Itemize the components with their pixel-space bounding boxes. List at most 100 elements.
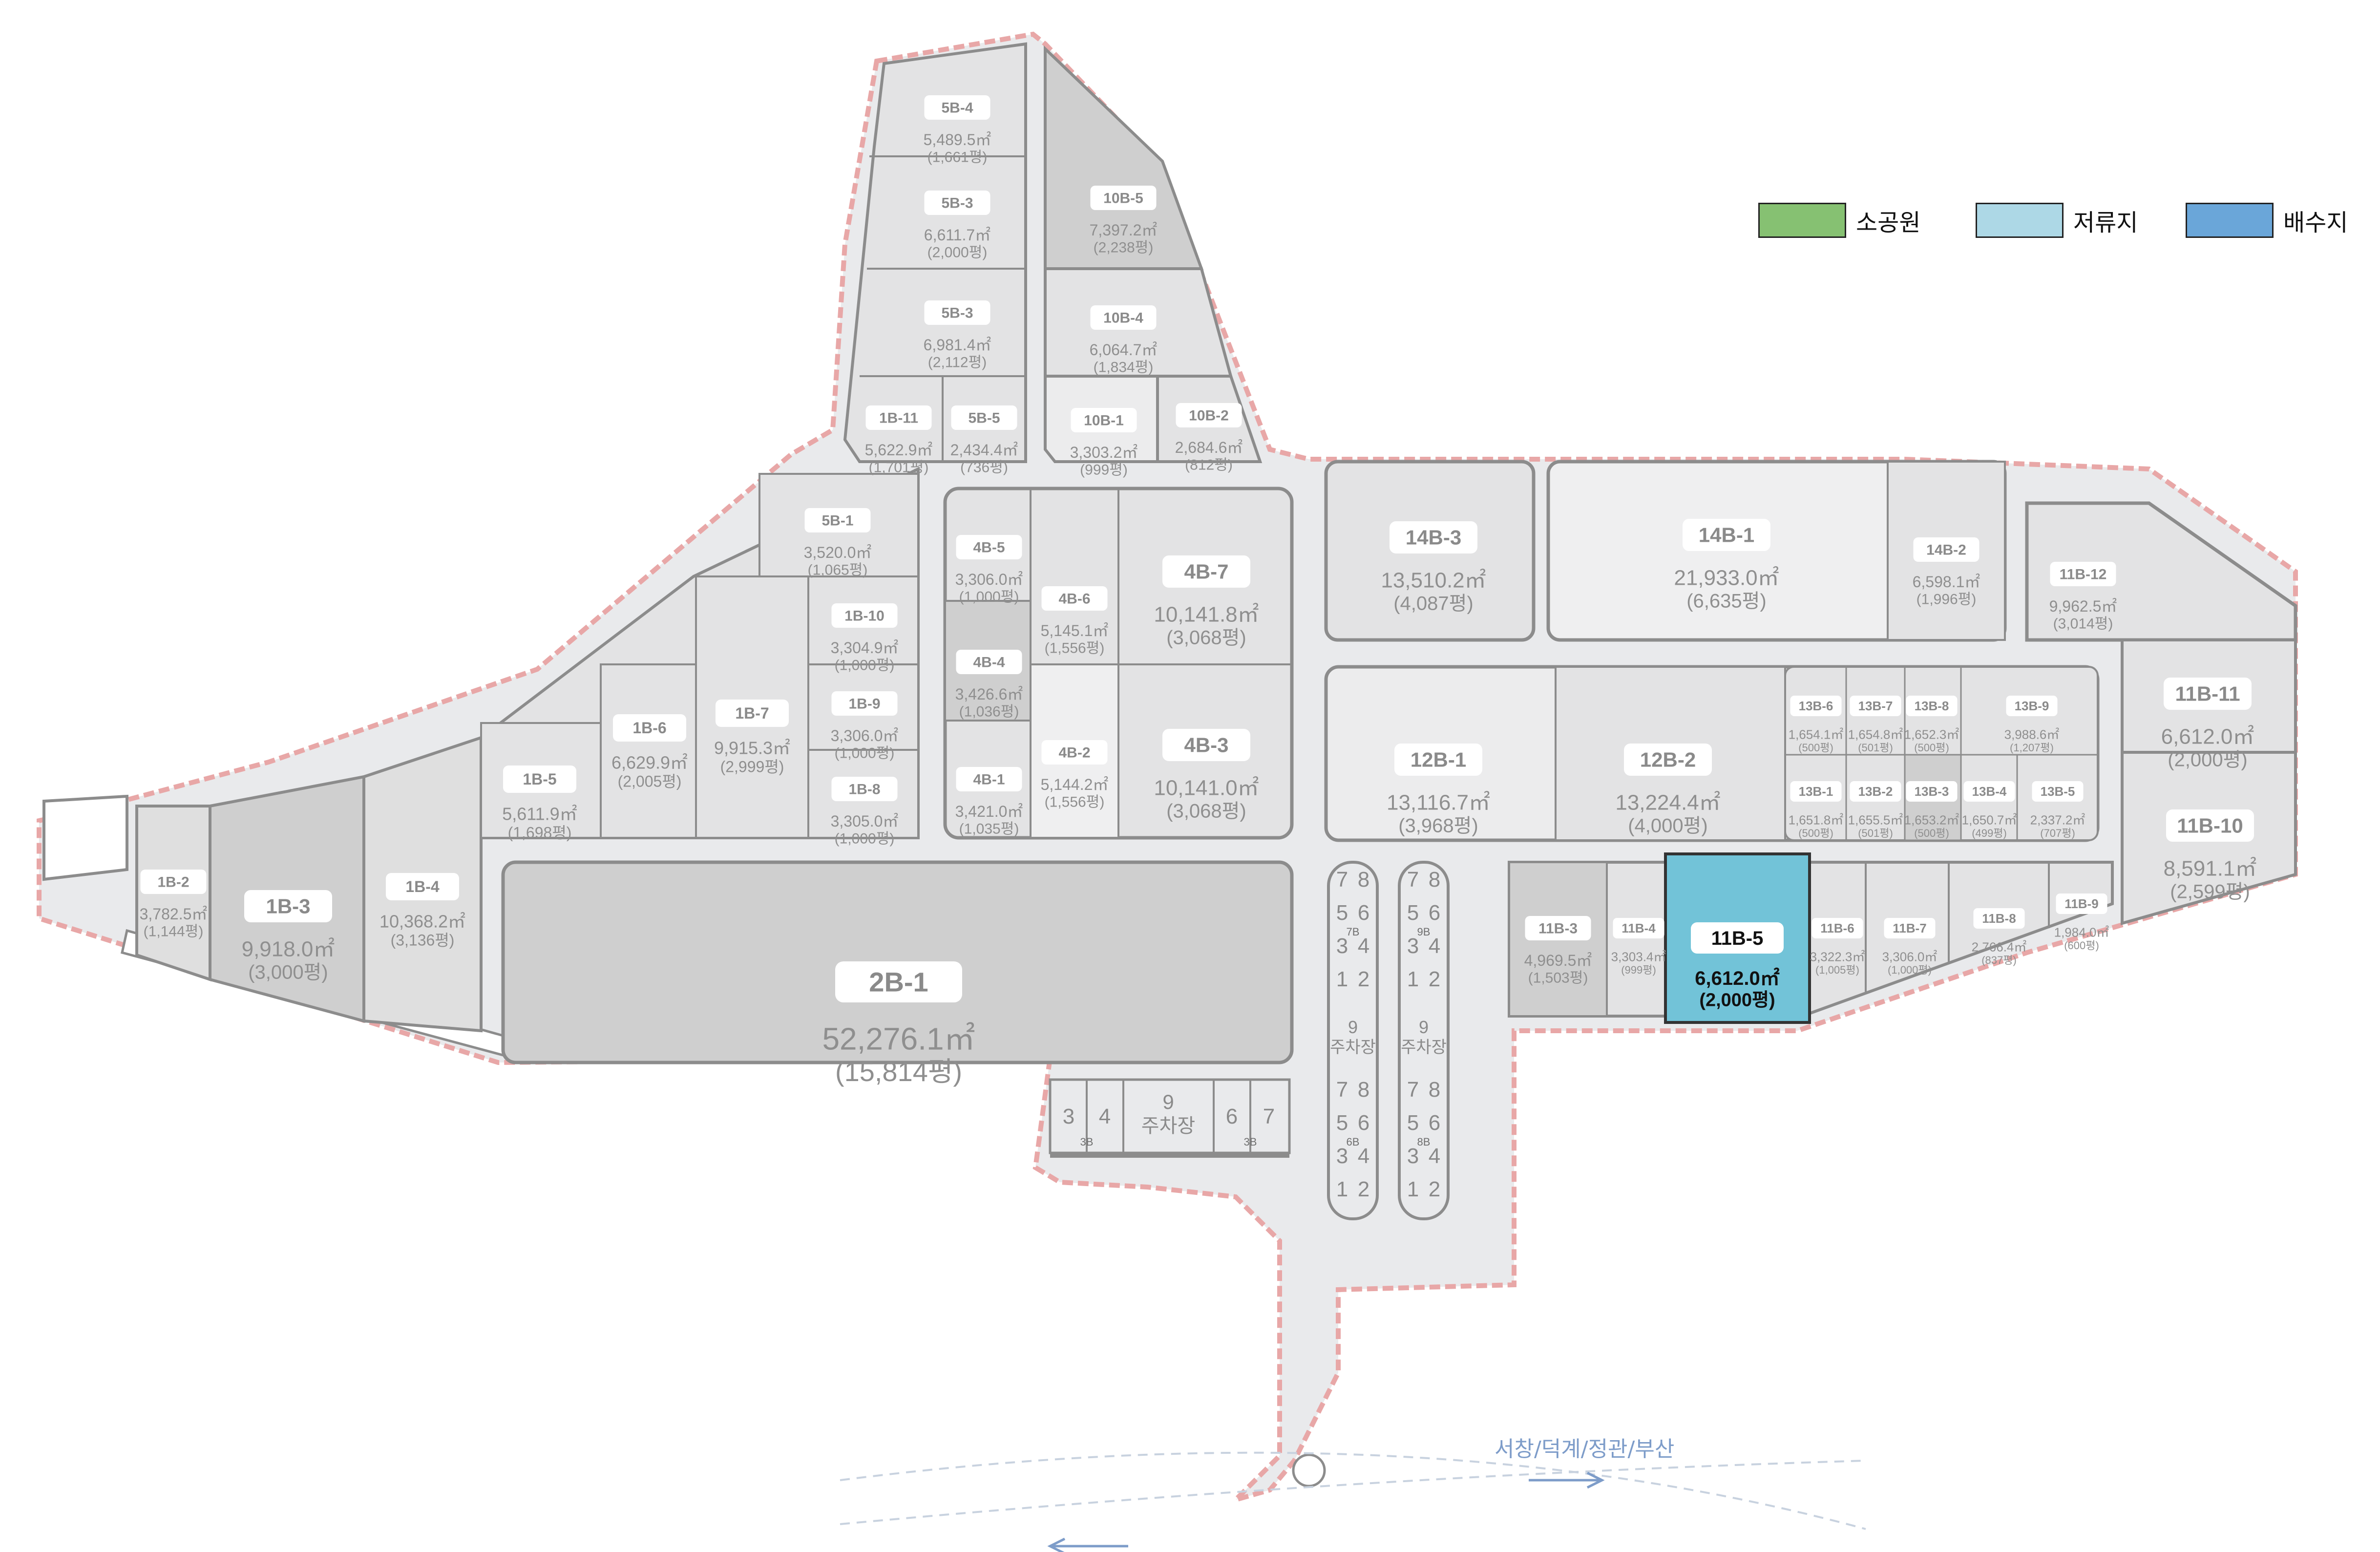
lot-id: 4B-3	[1184, 734, 1228, 757]
parking-lot-name: 주차장	[1401, 1038, 1447, 1057]
lot-pyeong: (1,996평)	[1917, 592, 1977, 608]
parking-number: 5	[1336, 1111, 1348, 1135]
lot-pyeong: (3,000평)	[248, 961, 328, 983]
lot-id: 2B-1	[869, 967, 928, 998]
lot-id: 4B-5	[973, 540, 1005, 556]
lot-area: 3,306.0㎡	[831, 727, 899, 744]
lot-label-5B-5: 5B-52,434.4㎡(736평)	[950, 405, 1018, 476]
lot-id: 5B-1	[821, 513, 853, 529]
lot-id-badge	[956, 535, 1022, 559]
lot-area: 1,654.1㎡	[1789, 727, 1844, 742]
lot-id: 1B-9	[848, 696, 880, 712]
lot-id: 1B-7	[735, 704, 769, 722]
lot-label-10B-1: 10B-1 3,303.2㎡(999평)	[1070, 408, 1138, 478]
lot-pyeong: (1,036평)	[959, 704, 1019, 720]
lot-area: 3,322.3㎡	[1810, 950, 1865, 964]
lot-area: 3,304.9㎡	[831, 639, 899, 657]
parking-number: 7	[1336, 868, 1348, 892]
lot-id-badge	[1624, 744, 1712, 776]
lot-id-badge	[804, 508, 871, 532]
lot-id-badge	[924, 300, 990, 325]
lot-1B-6[interactable]	[600, 663, 697, 839]
lot-label-13B-2: 13B-21,655.5㎡(501평)	[1848, 781, 1903, 839]
lot-area: 21,933.0㎡	[1674, 566, 1779, 590]
lot-label-13B-5: 13B-52,337.2㎡(707평)	[2030, 781, 2085, 839]
lot-label-4B-1: 4B-13,421.0㎡(1,035평)	[955, 767, 1023, 837]
lot-area: 13,224.4㎡	[1615, 790, 1720, 814]
lot-area: 1,650.7㎡	[1962, 813, 2017, 828]
lot-label-1B-9: 1B-93,306.0㎡(1,000평)	[831, 691, 899, 762]
lot-id-badge	[244, 890, 332, 922]
lot-pyeong: (707평)	[2040, 827, 2075, 839]
parking-number: 3	[1063, 1105, 1074, 1128]
lot-area: 6,064.7㎡	[1090, 341, 1158, 359]
lot-label-11B-6: 11B-63,322.3㎡(1,005평)	[1810, 918, 1865, 976]
lot-11B-12[interactable]	[2025, 501, 2297, 642]
lot-area: 3,306.0㎡	[955, 571, 1023, 588]
lot-area: 6,598.1㎡	[1913, 573, 1980, 591]
lot-pyeong: (1,503평)	[1528, 970, 1588, 986]
lot-pyeong: (600평)	[2064, 939, 2099, 952]
lot-id: 1B-5	[523, 770, 556, 788]
parking-block-label: 3B	[1080, 1136, 1094, 1148]
lot-id-badge	[924, 95, 990, 120]
lot-id: 13B-8	[1915, 699, 1949, 713]
lot-area: 9,915.3㎡	[714, 738, 790, 758]
parking-lot-number: 9	[1348, 1017, 1358, 1037]
parking-number: 6	[1358, 901, 1369, 925]
lot-id-badge	[1906, 696, 1958, 716]
lot-id-badge	[956, 650, 1022, 674]
lot-id: 13B-3	[1915, 784, 1949, 799]
lot-label-1B-8: 1B-83,305.0㎡(1,000평)	[831, 777, 898, 847]
lot-id: 5B-5	[968, 410, 1000, 426]
lot-pyeong: (6,635평)	[1686, 590, 1767, 612]
lot-id: 10B-1	[1084, 413, 1124, 429]
legend-swatch	[2186, 203, 2274, 238]
lot-id: 13B-7	[1858, 699, 1893, 713]
parking-number: 2	[1429, 967, 1440, 991]
lot-id: 5B-3	[941, 305, 973, 321]
roundabout	[1292, 1453, 1326, 1488]
lot-id: 12B-1	[1411, 748, 1466, 771]
lot-id-badge	[1162, 729, 1250, 761]
lot-area: 5,489.5㎡	[924, 131, 991, 149]
lot-id: 13B-9	[2015, 699, 2049, 713]
lot-id: 11B-8	[1982, 911, 2016, 926]
lot-id-badge	[503, 765, 576, 793]
lot-pyeong: (999평)	[1080, 462, 1128, 478]
lot-id-badge	[1691, 922, 1784, 954]
lot-id-badge	[1394, 744, 1482, 776]
parking-number: 4	[1429, 934, 1440, 958]
lot-area: 7,397.2㎡	[1090, 221, 1158, 239]
lot-label-1B-10: 1B-103,304.9㎡(1,000평)	[831, 603, 899, 674]
lot-area: 5,622.9㎡	[865, 441, 933, 459]
lot-area: 3,303.4㎡	[1611, 950, 1666, 964]
lot-id-badge	[1071, 408, 1137, 432]
parking-number: 2	[1429, 1177, 1440, 1201]
lot-id: 11B-11	[2175, 682, 2240, 705]
lot-area: 3,306.0㎡	[1882, 950, 1938, 964]
lot-id-badge	[831, 777, 898, 801]
right-arrow-icon	[1529, 1471, 1605, 1489]
road	[42, 794, 128, 881]
lot-label-5B-3: 5B-36,981.4㎡(2,112평)	[924, 300, 991, 371]
lot-id: 1B-2	[157, 874, 189, 891]
lot-id: 1B-11	[879, 410, 918, 426]
parking-number: 1	[1407, 1177, 1419, 1201]
legend-swatch	[1976, 203, 2064, 238]
lot-area: 3,303.2㎡	[1070, 444, 1138, 461]
lot-id: 14B-2	[1926, 542, 1966, 558]
lot-pyeong: (837평)	[1981, 954, 2017, 966]
lot-id-badge	[1090, 186, 1157, 210]
lot-label-12B-2: 12B-213,224.4㎡(4,000평)	[1615, 744, 1721, 836]
lot-id: 13B-5	[2041, 784, 2075, 799]
lot-id-badge	[1390, 521, 1477, 553]
lot-label-1B-4: 1B-410,368.2㎡(3,136평)	[379, 873, 465, 949]
lot-label-14B-3: 14B-313,510.2㎡(4,087평)	[1381, 521, 1486, 614]
lower-road	[1050, 1153, 1289, 1158]
lot-label-1B-2: 1B-23,782.5㎡(1,144평)	[140, 870, 207, 940]
lot-pyeong: (2,999평)	[720, 758, 784, 775]
lot-area: 5,145.1㎡	[1041, 622, 1109, 639]
lot-area: 4,969.5㎡	[1524, 952, 1592, 969]
lot-label-13B-3: 13B-31,653.2㎡(500평)	[1904, 781, 1959, 839]
